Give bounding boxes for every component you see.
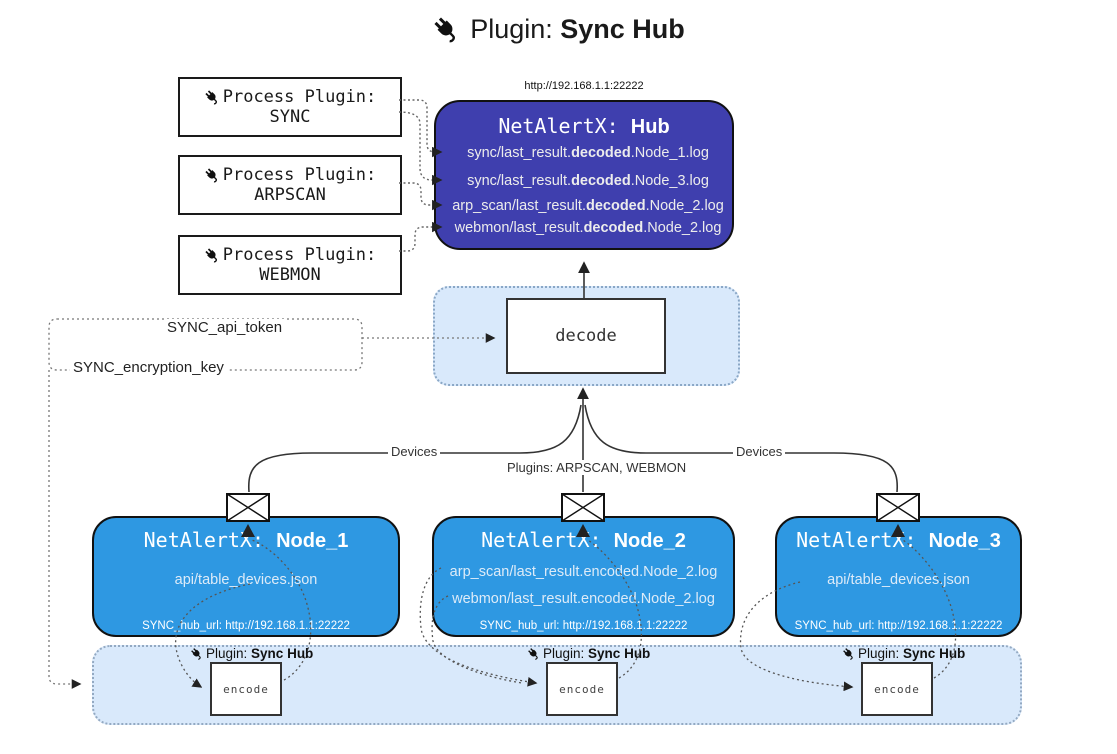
process-plugin-box-webmon: Process Plugin: WEBMON: [178, 235, 402, 295]
process-plugin-label: Process Plugin:: [222, 165, 377, 185]
node-hub-url: SYNC_hub_url: http://192.168.1.1:22222: [794, 620, 1003, 632]
page-title: Plugin: Sync Hub: [470, 14, 685, 44]
process-plugin-box-sync: Process Plugin: SYNC: [178, 77, 402, 137]
plug-icon: [843, 647, 853, 660]
nodes-to-decode-links: [247, 387, 899, 493]
plug-icon: [191, 647, 201, 660]
plug-icon: [528, 647, 538, 660]
node-box-node-1: NetAlertX: Node_1 api/table_devices.json…: [92, 516, 400, 637]
node-hub-url: SYNC_hub_url: http://192.168.1.1:22222: [479, 620, 688, 632]
process-plugin-name: SYNC: [269, 107, 311, 127]
node-file: arp_scan/last_result.encoded.Node_2.log: [449, 564, 718, 580]
node-title: NetAlertX: Node_2: [481, 528, 686, 552]
diagram-title: Plugin: Sync Hub: [0, 14, 1117, 45]
process-plugin-box-arpscan: Process Plugin: ARPSCAN: [178, 155, 402, 215]
process-plugin-name: ARPSCAN: [254, 185, 326, 205]
plug-icon: [205, 89, 217, 104]
node-title: NetAlertX: Node_3: [796, 528, 1001, 552]
node-box-node-2: NetAlertX: Node_2 arp_scan/last_result.e…: [432, 516, 735, 637]
node-box-node-3: NetAlertX: Node_3 api/table_devices.json…: [775, 516, 1022, 637]
encoder-label: Plugin: Sync Hub: [527, 646, 650, 661]
encode-box: encode: [210, 662, 282, 716]
edge-label-devices-right: Devices: [733, 444, 786, 459]
node-file: api/table_devices.json: [827, 572, 970, 588]
encode-box: encode: [546, 662, 618, 716]
hub-box: NetAlertX: Hub sync/last_result.decoded.…: [434, 100, 734, 250]
hub-log-line: sync/last_result.decoded.Node_1.log: [467, 145, 709, 161]
hub-log-line: webmon/last_result.decoded.Node_2.log: [454, 220, 722, 236]
node-title: NetAlertX: Node_1: [143, 528, 349, 552]
hub-title: NetAlertX: Hub: [498, 114, 670, 138]
decode-box: decode: [506, 298, 666, 374]
plug-icon: [434, 16, 456, 42]
encode-box: encode: [861, 662, 933, 716]
encoder-label: Plugin: Sync Hub: [842, 646, 965, 661]
config-api-token-label: SYNC_api_token: [164, 319, 286, 336]
edge-label-plugins: Plugins: ARPSCAN, WEBMON: [504, 460, 690, 475]
hub-log-line: arp_scan/last_result.decoded.Node_2.log: [452, 198, 724, 214]
hub-log-line: sync/last_result.decoded.Node_3.log: [467, 173, 709, 189]
hub-url: http://192.168.1.1:22222: [524, 80, 644, 92]
config-encryption-key-label: SYNC_encryption_key: [70, 359, 227, 376]
plug-icon: [205, 247, 217, 262]
node-file: api/table_devices.json: [174, 572, 318, 588]
encoder-label: Plugin: Sync Hub: [190, 646, 313, 661]
plug-icon: [205, 167, 217, 182]
edge-label-devices-left: Devices: [388, 444, 441, 459]
process-plugin-name: WEBMON: [259, 265, 321, 285]
node-file: webmon/last_result.encoded.Node_2.log: [452, 591, 715, 607]
process-plugin-label: Process Plugin:: [222, 87, 377, 107]
node-hub-url: SYNC_hub_url: http://192.168.1.1:22222: [142, 620, 350, 632]
process-plugin-label: Process Plugin:: [222, 245, 377, 265]
